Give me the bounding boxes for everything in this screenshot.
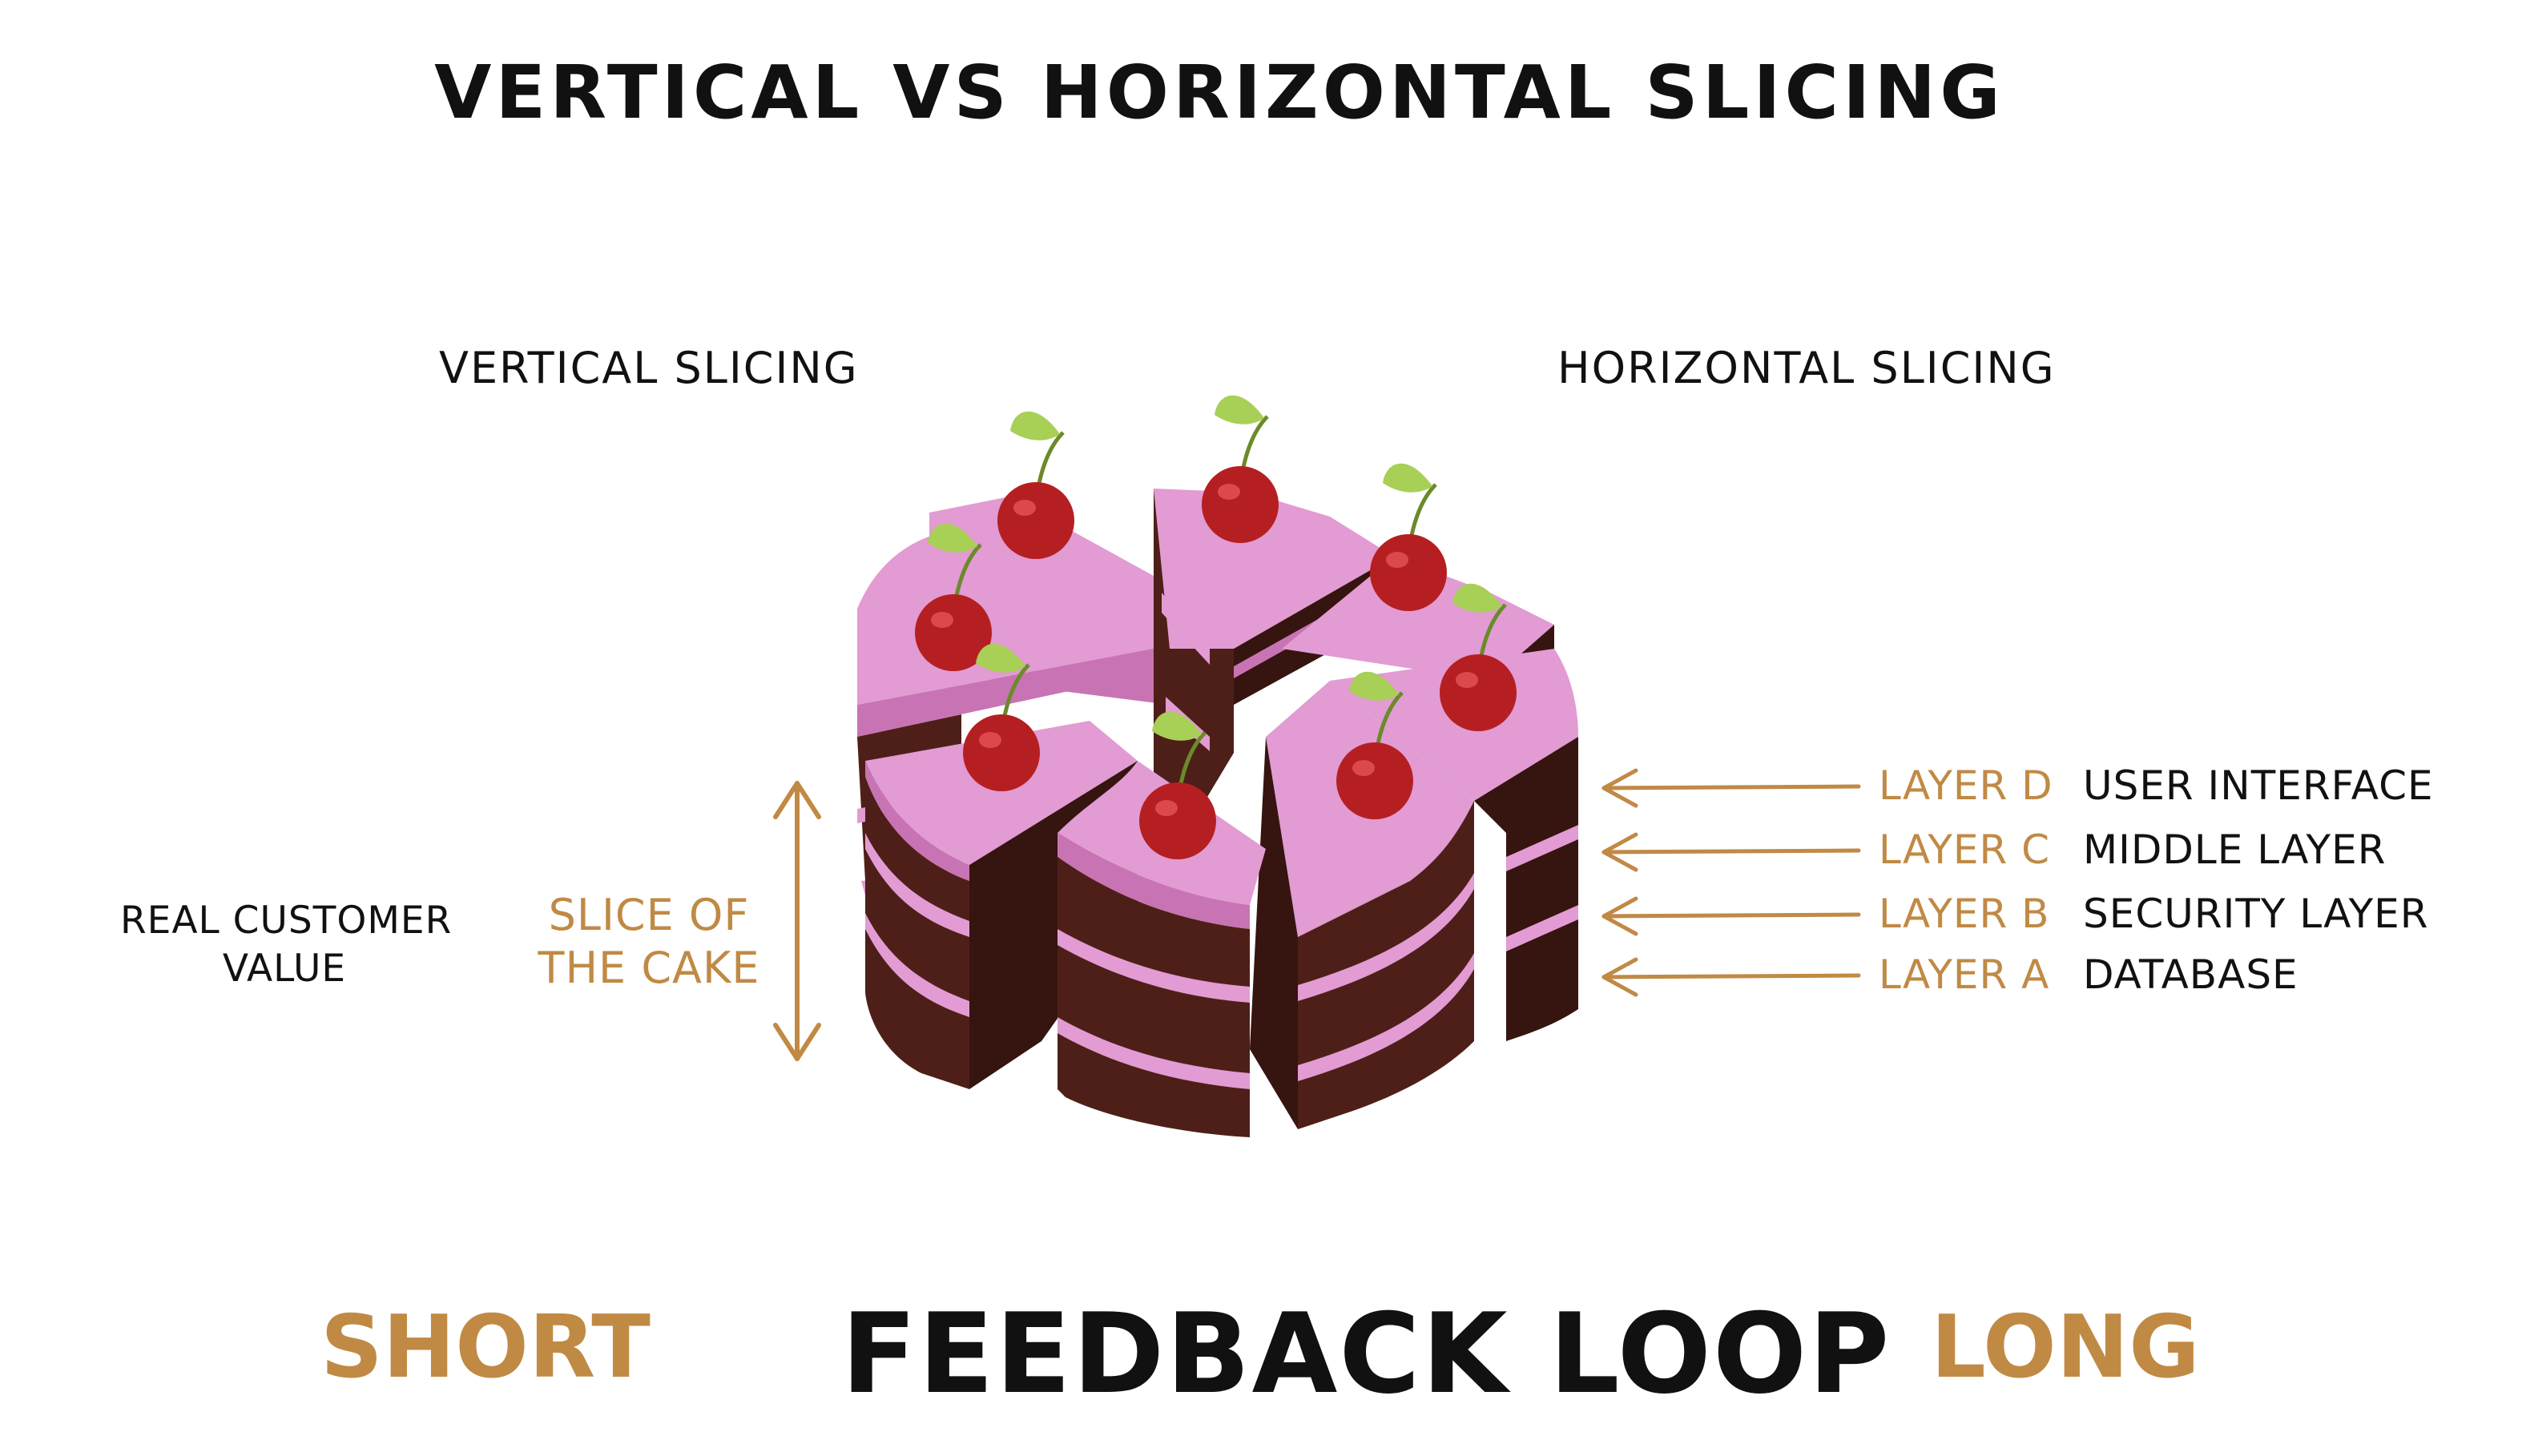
cherry-icon <box>997 412 1074 559</box>
layer-name: LAYER C <box>1879 827 2051 873</box>
layer-description: SECURITY LAYER <box>2083 891 2429 937</box>
layer-description: DATABASE <box>2083 951 2298 998</box>
left-arrow-icon <box>1601 768 1861 808</box>
cherry-icon <box>1202 396 1279 543</box>
slice-of-the-cake-label: SLICE OF THE CAKE <box>537 889 761 995</box>
layer-description: USER INTERFACE <box>2083 762 2434 809</box>
slice-label-line1: SLICE OF <box>548 890 750 940</box>
long-label: LONG <box>1931 1297 2200 1398</box>
layer-name: LAYER D <box>1879 762 2053 809</box>
real-customer-value-label: REAL CUSTOMER VALUE <box>120 897 453 993</box>
cake-slice-right <box>1330 649 1578 1041</box>
layer-name: LAYER A <box>1879 951 2050 998</box>
vertical-slicing-heading: VERTICAL SLICING <box>439 343 859 393</box>
cake-slice-front-left <box>865 721 1138 1089</box>
short-label: SHORT <box>320 1297 651 1398</box>
feedback-loop-label: FEEDBACK LOOP <box>841 1289 1891 1418</box>
left-arrow-icon <box>1601 896 1861 936</box>
layer-name: LAYER B <box>1879 891 2050 937</box>
diagram-title: VERTICAL VS HORIZONTAL SLICING <box>434 50 2004 135</box>
real-customer-value-line2: VALUE <box>222 947 347 991</box>
slice-label-line2: THE CAKE <box>538 943 760 993</box>
real-customer-value-line1: REAL CUSTOMER <box>120 899 453 943</box>
left-arrow-icon <box>1601 957 1861 997</box>
horizontal-slicing-heading: HORIZONTAL SLICING <box>1557 343 2056 393</box>
cherry-icon <box>1370 464 1447 611</box>
layer-description: MIDDLE LAYER <box>2083 827 2387 873</box>
cake-illustration <box>857 384 1578 1137</box>
left-arrow-icon <box>1601 832 1861 872</box>
double-arrow-icon <box>773 781 821 1061</box>
